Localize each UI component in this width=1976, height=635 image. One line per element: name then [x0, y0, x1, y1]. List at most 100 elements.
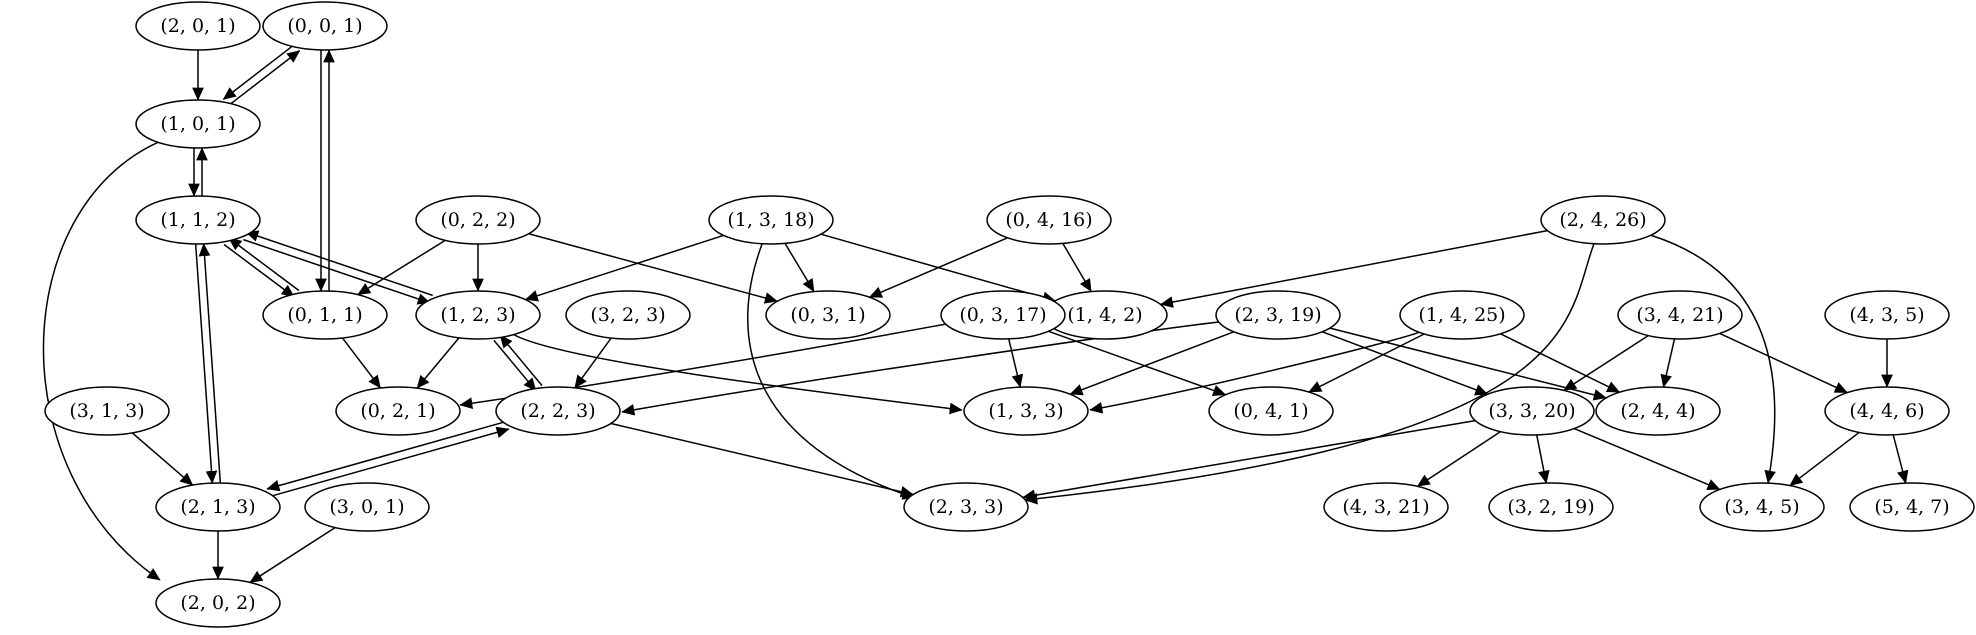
edges: [42, 43, 1909, 584]
edge-arrow: [1062, 243, 1092, 293]
edge-path: [1022, 419, 1476, 502]
node-label: (2, 4, 26): [1559, 209, 1646, 231]
node-ellipse: [335, 386, 461, 436]
edge-arrow: [1789, 431, 1860, 487]
edge-arrow: [784, 242, 815, 293]
edge-path: [1416, 431, 1501, 487]
graph-node: (3, 4, 21): [1617, 290, 1743, 340]
edge-arrow: [194, 244, 218, 484]
edge-path: [621, 321, 1219, 416]
edge-path: [574, 337, 612, 389]
edge-arrow: [198, 243, 222, 483]
edge-path: [1500, 333, 1621, 393]
edge-path: [1322, 331, 1489, 396]
edge-arrow: [610, 422, 914, 498]
edge-path: [1650, 234, 1776, 484]
edge-path: [1719, 332, 1848, 394]
node-ellipse: [1488, 482, 1614, 532]
node-ellipse: [135, 99, 261, 149]
node-ellipse: [135, 1, 261, 51]
edge-arrow: [416, 337, 460, 389]
node-label: (0, 4, 1): [1233, 400, 1308, 422]
node-label: (2, 0, 2): [180, 592, 255, 614]
graph-node: (0, 2, 1): [335, 386, 461, 436]
edge-arrow: [223, 243, 295, 298]
node-label: (1, 1, 2): [160, 209, 235, 231]
graph-node: (2, 0, 1): [135, 1, 261, 51]
node-ellipse: [565, 290, 691, 340]
graph-node: (3, 2, 3): [565, 290, 691, 340]
node-label: (0, 4, 16): [1005, 209, 1092, 231]
edge-path: [1573, 427, 1721, 491]
graph-node: (0, 3, 1): [765, 290, 891, 340]
edge-arrow: [868, 237, 1008, 298]
edge-path: [42, 141, 161, 581]
edge-path: [1008, 338, 1024, 388]
edge-arrow: [1089, 331, 1420, 414]
graph-node: (0, 2, 2): [415, 195, 541, 245]
node-label: (2, 1, 3): [180, 496, 255, 518]
edge-path: [1159, 229, 1548, 308]
node-ellipse: [708, 195, 834, 245]
node-ellipse: [1617, 290, 1743, 340]
graph-node: (3, 2, 19): [1488, 482, 1614, 532]
node-ellipse: [963, 386, 1089, 436]
edge-arrow: [493, 339, 537, 392]
edge-arrow: [1329, 327, 1607, 401]
edge-arrow: [228, 237, 300, 292]
graph-node: (3, 4, 5): [1699, 482, 1825, 532]
edge-arrow: [528, 233, 778, 304]
edge-path: [784, 242, 815, 293]
graph-node: (0, 0, 1): [262, 1, 388, 51]
node-ellipse: [1699, 482, 1825, 532]
edge-path: [245, 230, 433, 297]
edge-path: [1563, 334, 1649, 392]
edge-path: [1329, 327, 1607, 401]
edge-arrow: [1660, 338, 1676, 388]
edge-path: [747, 243, 916, 500]
edge-path: [227, 50, 301, 107]
edge-arrow: [1573, 427, 1721, 491]
edge-path: [1892, 434, 1909, 484]
graph-node: (4, 3, 5): [1824, 290, 1950, 340]
edge-arrow: [1008, 338, 1024, 388]
edge-path: [228, 237, 300, 292]
graph-node: (0, 1, 1): [262, 290, 388, 340]
node-label: (5, 4, 7): [1874, 496, 1949, 518]
graph-node: (2, 3, 19): [1215, 290, 1341, 340]
edge-arrow: [1022, 419, 1476, 502]
node-ellipse: [1323, 482, 1449, 532]
node-label: (2, 4, 4): [1620, 400, 1695, 422]
edge-arrow: [245, 230, 433, 297]
node-ellipse: [903, 482, 1029, 532]
node-label: (0, 1, 1): [287, 304, 362, 326]
edge-arrow: [1069, 331, 1235, 396]
node-ellipse: [135, 195, 261, 245]
edge-arrow: [222, 43, 296, 100]
edge-arrow: [499, 334, 543, 387]
edge-path: [416, 337, 460, 389]
graph-node: (2, 4, 4): [1595, 386, 1721, 436]
edge-arrow: [1563, 334, 1649, 392]
edge-path: [249, 526, 336, 584]
graph-node: (4, 3, 21): [1323, 482, 1449, 532]
edge-arrow: [357, 239, 446, 296]
nodes: (2, 0, 1)(0, 0, 1)(1, 0, 1) (1, 1, 2) (0, …: [44, 1, 1975, 628]
node-ellipse: [1469, 386, 1595, 436]
node-label: (4, 3, 5): [1849, 304, 1924, 326]
edge-path: [266, 420, 508, 492]
node-ellipse: [1824, 290, 1950, 340]
edge-arrow: [747, 243, 916, 500]
edge-arrow: [621, 321, 1219, 416]
graph-node: (1, 4, 2): [1042, 290, 1168, 340]
edge-path: [1536, 434, 1550, 484]
edge-arrow: [1892, 434, 1909, 484]
edge-path: [223, 243, 295, 298]
graph-node: (1, 1, 2): [135, 195, 261, 245]
graph-node: (2, 2, 3): [495, 386, 621, 436]
edge-path: [194, 244, 218, 484]
graph-node: (1, 0, 1): [135, 99, 261, 149]
node-label: (3, 1, 3): [69, 400, 144, 422]
node-label: (0, 2, 2): [440, 209, 515, 231]
edge-path: [524, 234, 724, 302]
